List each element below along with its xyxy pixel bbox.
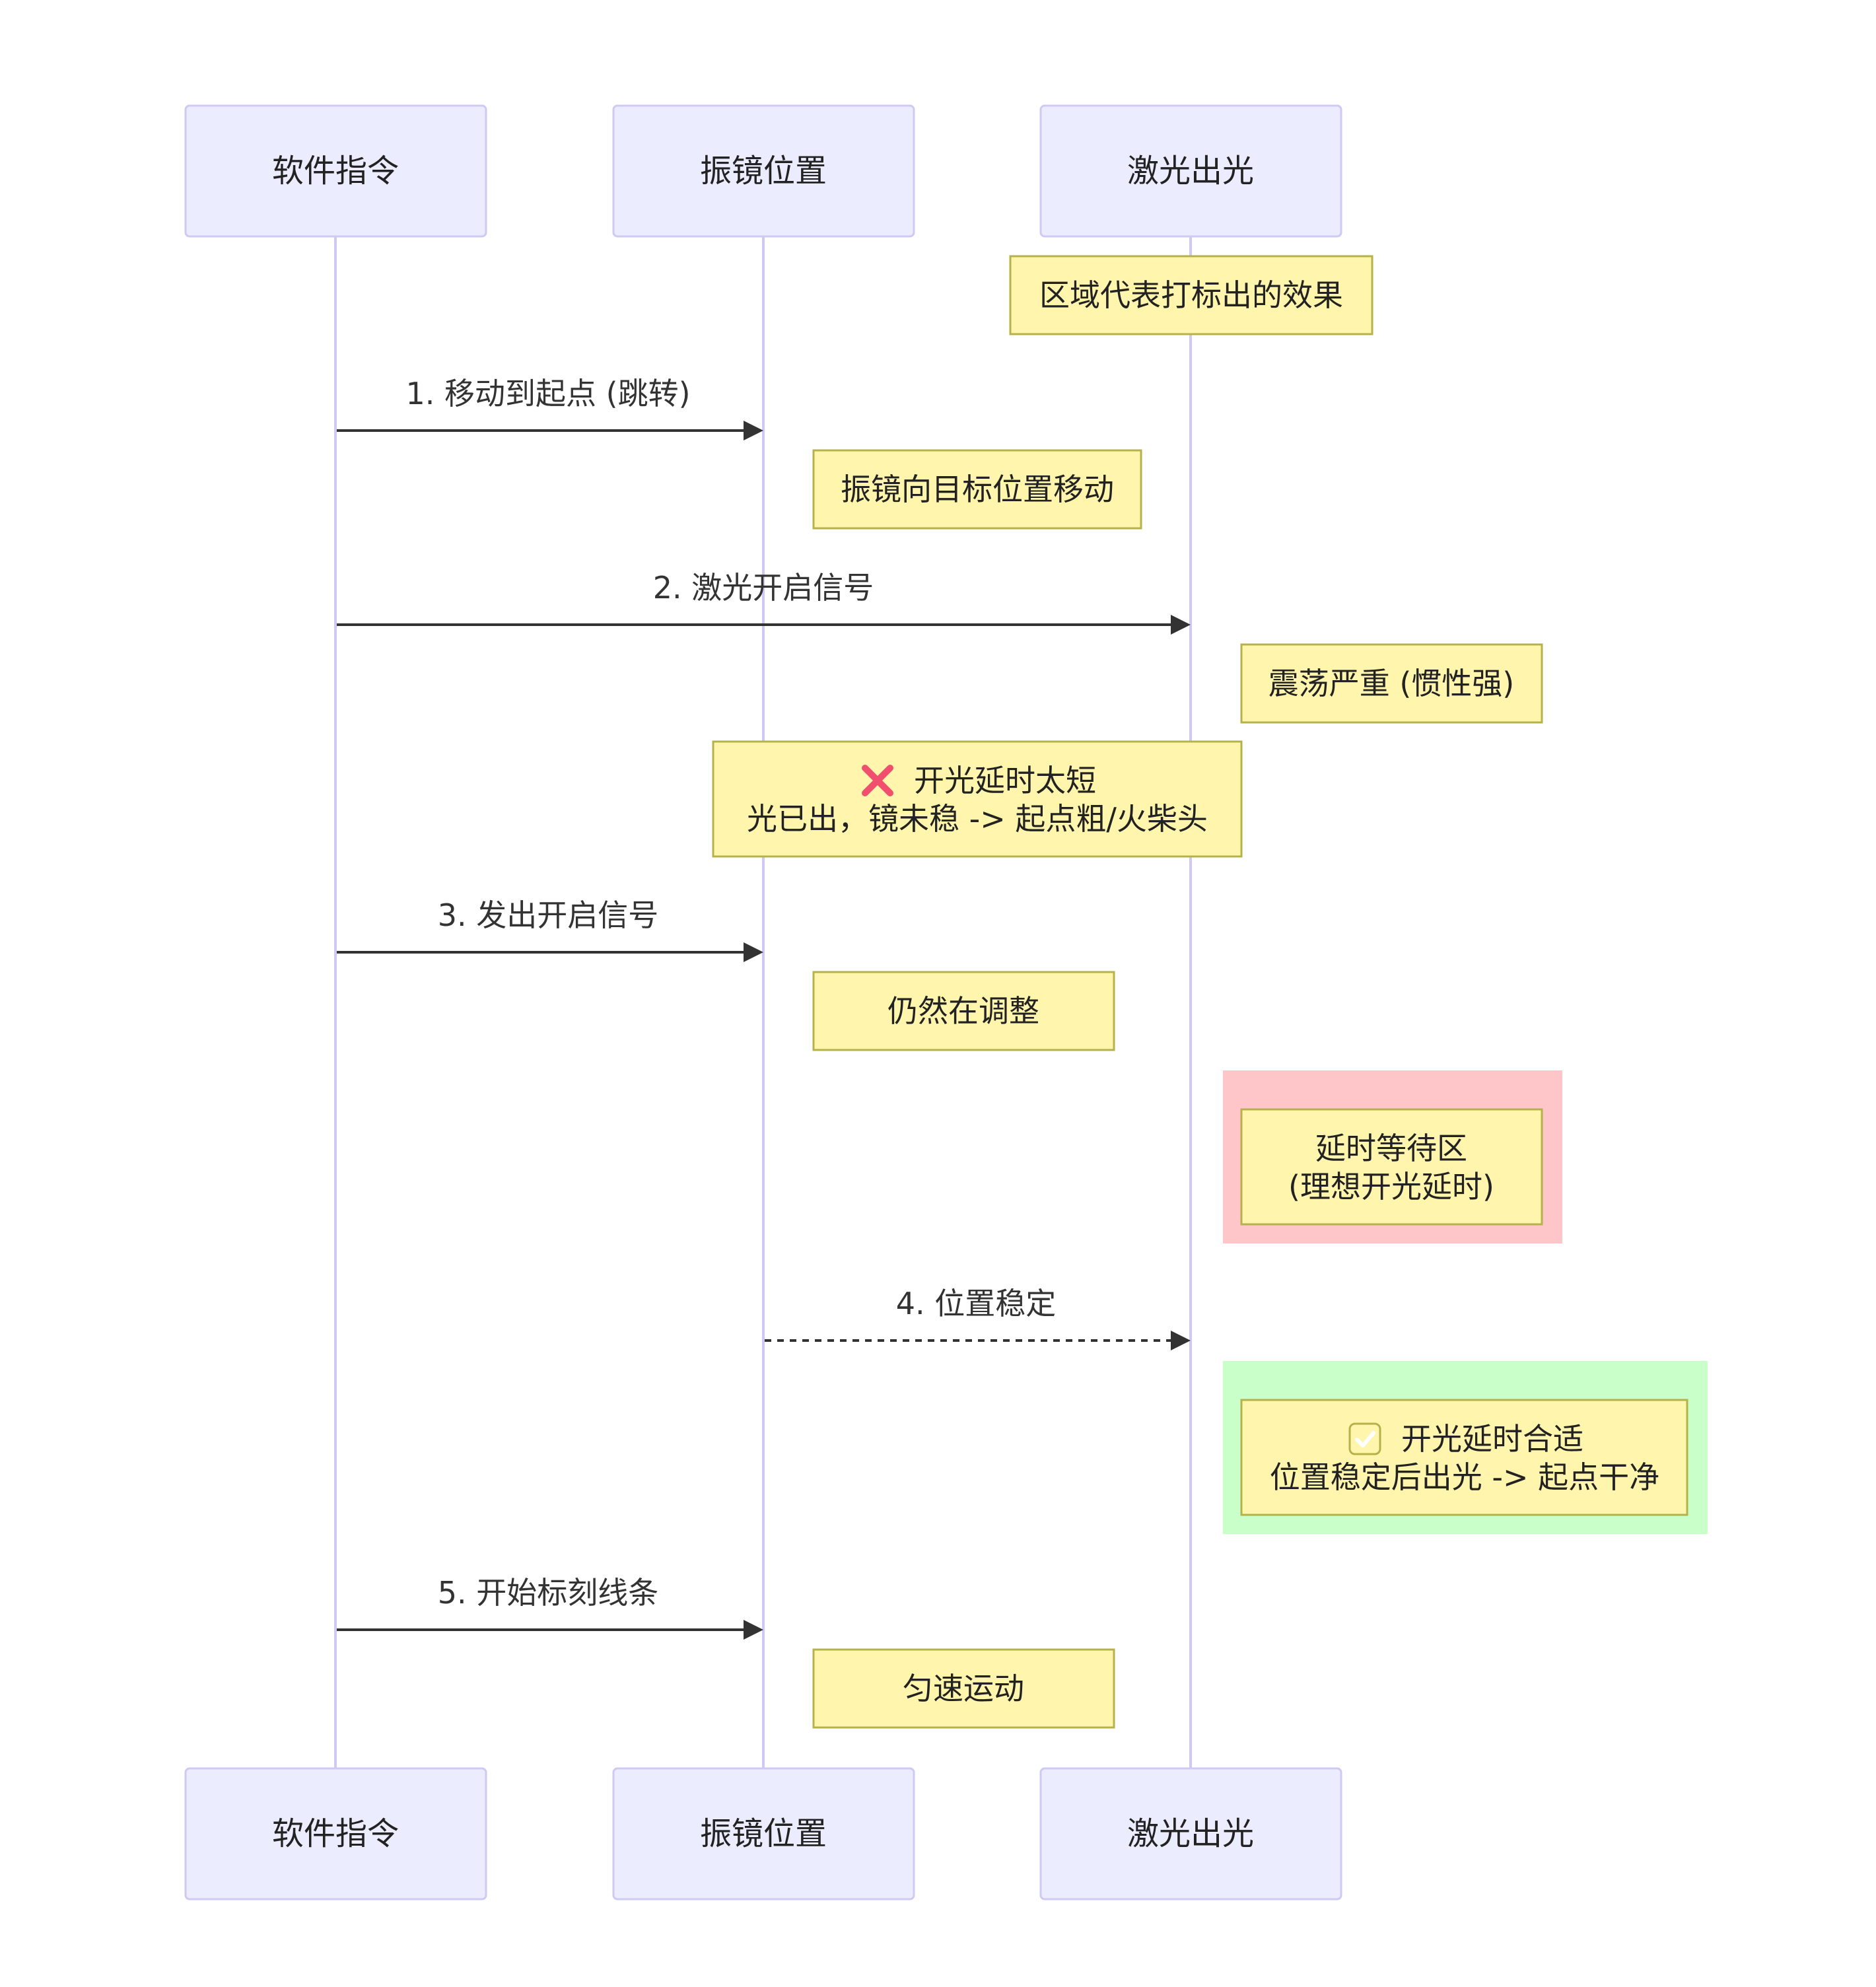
actor-galvo-bottom: 振镜位置 [612,1767,915,1900]
note-text-line-2: 位置稳定后出光 -> 起点干净 [1270,1459,1659,1495]
note-uniform-motion: 匀速运动 [812,1648,1115,1729]
arrowhead-4 [1171,1331,1191,1350]
arrowhead-1 [744,421,763,440]
actor-laser-bottom: 激光出光 [1039,1767,1342,1900]
actor-label: 激光出光 [1127,1815,1254,1852]
note-still-adjusting: 仍然在调整 [812,971,1115,1051]
note-text: 区域代表打标出的效果 [1039,277,1343,313]
message-label-1: 1. 移动到起点 (跳转) [405,376,690,411]
actor-software-top: 软件指令 [184,104,487,238]
actor-label: 振镜位置 [700,1815,827,1852]
note-text-line-2: 光已出，镜未稳 -> 起点粗/火柴头 [747,801,1208,837]
note-text-line-1: 延时等待区 [1315,1131,1467,1166]
arrowhead-3 [744,942,763,962]
note-delay-wait: 延时等待区 (理想开光延时) [1240,1108,1543,1226]
arrowhead-5 [744,1620,763,1640]
note-text: 仍然在调整 [887,993,1039,1029]
note-delay-too-short: 开光延时太短 光已出，镜未稳 -> 起点粗/火柴头 [712,740,1243,858]
note-text-line-1: 开光延时合适 [1401,1421,1583,1457]
actor-label: 软件指令 [272,1815,399,1852]
actor-label: 振镜位置 [700,153,827,190]
cross-mark-icon [862,765,893,796]
actor-label: 激光出光 [1127,153,1254,190]
note-text-line-1: 开光延时太短 [914,763,1096,798]
note-galvo-moving: 振镜向目标位置移动 [812,449,1142,530]
actor-galvo-top: 振镜位置 [612,104,915,238]
note-text: 振镜向目标位置移动 [841,471,1114,507]
note-oscillation: 震荡严重 (惯性强) [1240,643,1543,724]
note-marking-effect: 区域代表打标出的效果 [1009,255,1373,335]
message-label-4: 4. 位置稳定 [896,1286,1057,1321]
note-text: 匀速运动 [903,1671,1024,1706]
message-label-2: 2. 激光开启信号 [653,570,874,606]
note-text-line-2: (理想开光延时) [1288,1169,1494,1204]
actor-laser-top: 激光出光 [1039,104,1342,238]
actor-label: 软件指令 [272,153,399,190]
note-text: 震荡严重 (惯性强) [1268,666,1515,701]
message-label-5: 5. 开始标刻线条 [438,1575,659,1611]
actor-software-bottom: 软件指令 [184,1767,487,1900]
check-mark-icon [1348,1422,1381,1455]
arrowhead-2 [1171,615,1191,635]
message-label-3: 3. 发出开启信号 [438,897,659,933]
note-delay-proper: 开光延时合适 位置稳定后出光 -> 起点干净 [1240,1399,1688,1516]
